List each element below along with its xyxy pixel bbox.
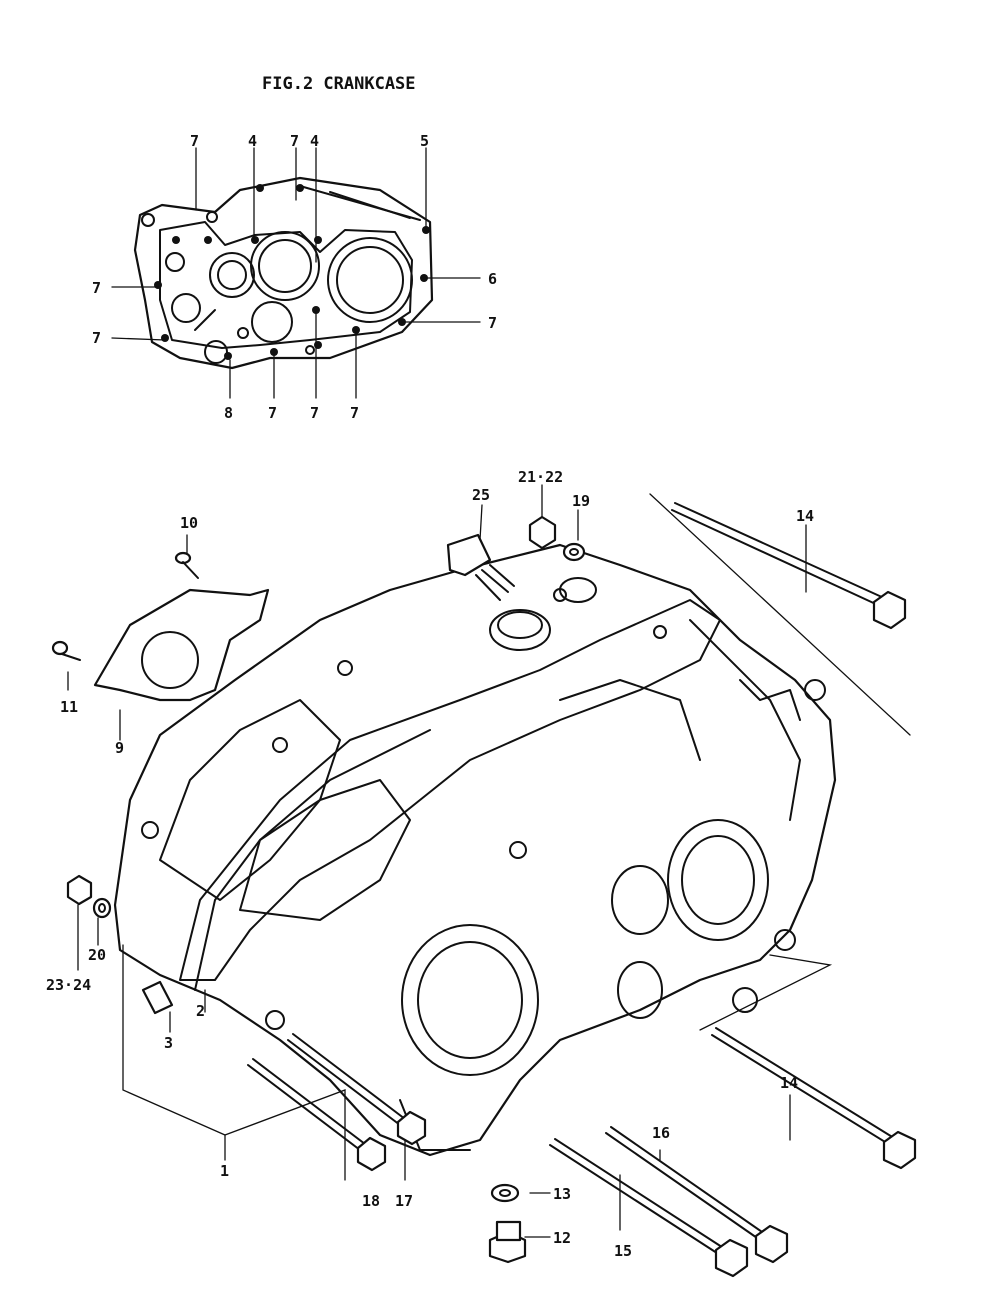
inset-label-4: 4 [310, 132, 319, 150]
crankcase-face-inset [133, 176, 434, 370]
part-label-3: 3 [164, 1034, 173, 1052]
inset-label-7: 7 [190, 132, 199, 150]
inset-label-7: 7 [290, 132, 299, 150]
part-9-cover-plate [93, 588, 270, 702]
inset-label-4: 4 [248, 132, 257, 150]
part-label-10: 10 [180, 514, 198, 532]
part-23-24-nut [66, 874, 93, 906]
inset-label-7: 7 [350, 404, 359, 422]
part-label-23-24: 23·24 [46, 976, 91, 994]
part-14-stud-bolt-upper [649, 493, 911, 736]
part-21-22-nut [528, 515, 557, 550]
part-label-12: 12 [553, 1229, 571, 1247]
part-label-11: 11 [60, 698, 78, 716]
figure-title: FIG.2 CRANKCASE [262, 74, 416, 94]
inset-leader-lines [111, 147, 481, 399]
part-15-bolt [549, 1138, 749, 1278]
part-16-bolt [605, 1126, 789, 1264]
part-3-dowel-pin [141, 980, 174, 1015]
part-label-17: 17 [395, 1192, 413, 1210]
part-19-washer [562, 542, 586, 562]
part-label-2: 2 [196, 1002, 205, 1020]
inset-label-5: 5 [420, 132, 429, 150]
part-20-washer [92, 897, 112, 919]
part-17-bolt [287, 1033, 427, 1146]
part-label-19: 19 [572, 492, 590, 510]
main-leader-lines [67, 484, 833, 1238]
part-label-1: 1 [220, 1162, 229, 1180]
part-14-stud-bolt-lower [711, 1027, 917, 1170]
part-25-plug [446, 533, 515, 601]
inset-label-7: 7 [310, 404, 319, 422]
part-11-screw [51, 640, 81, 661]
part-10-screw [174, 551, 199, 579]
part-label-14: 14 [796, 507, 814, 525]
inset-label-6: 6 [488, 270, 497, 288]
part-label-15: 15 [614, 1242, 632, 1260]
crankcase-assembly [113, 543, 837, 1157]
part-label-9: 9 [115, 739, 124, 757]
part-13-washer [490, 1183, 520, 1203]
part-label-20: 20 [88, 946, 106, 964]
inset-label-7: 7 [92, 279, 101, 297]
inset-label-8-visible: 8 [224, 404, 233, 422]
part-label-13: 13 [553, 1185, 571, 1203]
inset-label-7: 7 [268, 404, 277, 422]
inset-label-7: 7 [92, 329, 101, 347]
part-label-21-22: 21·22 [518, 468, 563, 486]
inset-label-7: 7 [488, 314, 497, 332]
part-18-bolt [247, 1058, 387, 1172]
part-label-16: 16 [652, 1124, 670, 1142]
part-label-14: 14 [780, 1074, 798, 1092]
part-12-drain-plug [488, 1220, 527, 1264]
part-label-25: 25 [472, 486, 490, 504]
part-label-18: 18 [362, 1192, 380, 1210]
